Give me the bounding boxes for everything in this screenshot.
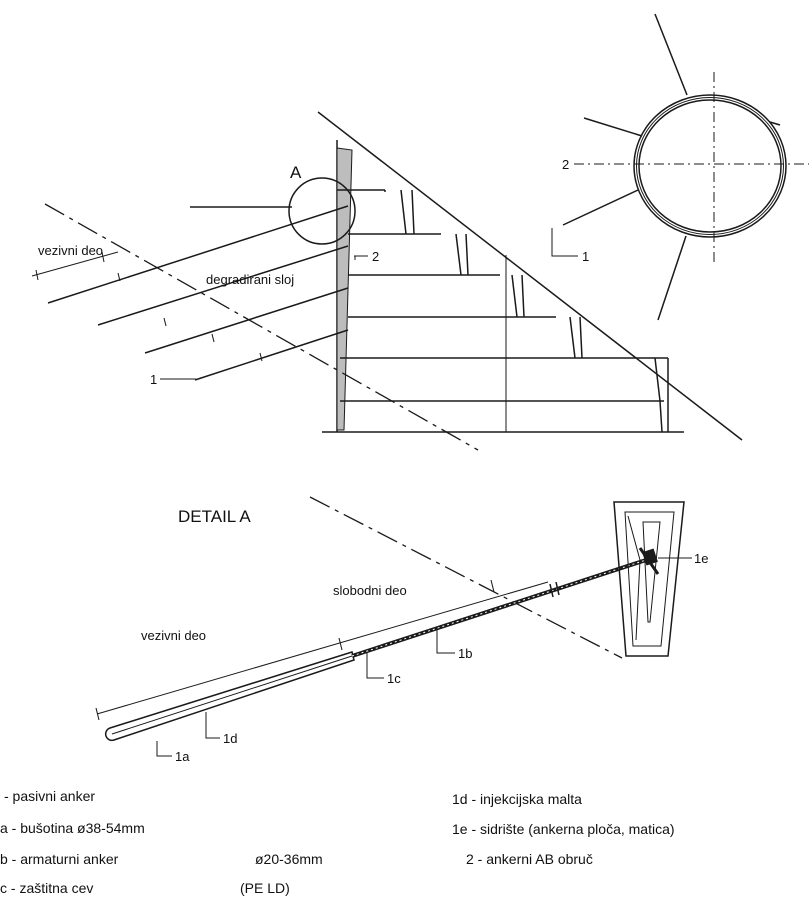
callout-1a: 1a (175, 749, 190, 764)
legend-2: 2 - ankerni AB obruč (466, 851, 593, 867)
callout-1a-leader (156, 741, 172, 757)
callout-1b: 1b (458, 646, 472, 661)
legend-1b: b - armaturni anker (0, 851, 119, 867)
callout-1c: 1c (387, 671, 401, 686)
legend-1: - pasivni anker (4, 788, 95, 804)
outer-ring (633, 94, 787, 238)
wall-ribs (337, 189, 668, 402)
radial-line-left-top (583, 117, 643, 137)
ring-callout-2: 2 (562, 157, 569, 172)
callout-1d: 1d (223, 731, 237, 746)
degraded-layer-boundary (44, 203, 479, 451)
detail-a: DETAIL A slobodni deo vezivni deo 1e 1a (95, 496, 708, 764)
degraded-layer-label: degradirani sloj (206, 272, 294, 287)
anchors (47, 205, 349, 381)
detail-dimension-line (96, 581, 549, 715)
anchor-nut (642, 548, 658, 566)
anchor-callout-label: 1 (150, 372, 157, 387)
inner-ring (638, 99, 782, 233)
legend-1b-dim: ø20-36mm (255, 851, 323, 867)
anchor-head-block (613, 501, 685, 657)
callout-1b-leader (436, 627, 455, 654)
detail-boundary-line (309, 496, 623, 659)
slope-line (317, 111, 743, 441)
legend-1d: 1d - injekcijska malta (452, 791, 582, 807)
wall-steps (384, 189, 669, 433)
free-length-label: slobodni deo (333, 583, 407, 598)
detail-bond-zone-label: vezivni deo (141, 628, 206, 643)
legend-1c-dim: (PE LD) (240, 880, 290, 896)
radial-line-top (654, 13, 688, 96)
ring-callout-1: 1 (582, 249, 589, 264)
callout-1c-leader (366, 652, 384, 679)
radial-line-bottom (657, 235, 687, 321)
callout-1d-leader (205, 712, 220, 739)
ring-callout-1-leader (551, 228, 578, 257)
ring-section: 2 1 (551, 13, 809, 321)
legend-1c: c - zaštitna cev (0, 880, 93, 896)
wall-section: vezivni deo degradirani sloj A 2 1 (31, 111, 743, 451)
detail-a-circle (288, 177, 356, 245)
wall-callout-label: 2 (372, 249, 379, 264)
legend-1a: a - bušotina ø38-54mm (0, 820, 145, 836)
detail-title: DETAIL A (178, 507, 251, 526)
legend: - pasivni anker a - bušotina ø38-54mm b … (0, 788, 675, 896)
top-bond-zone-label: vezivni deo (38, 243, 103, 258)
detail-a-marker-label: A (290, 163, 302, 182)
legend-1e: 1e - sidrište (ankerna ploča, matica) (452, 821, 675, 837)
radial-line-left-bottom (562, 189, 639, 226)
callout-1e: 1e (694, 551, 708, 566)
top-bond-length-dim (31, 251, 119, 277)
